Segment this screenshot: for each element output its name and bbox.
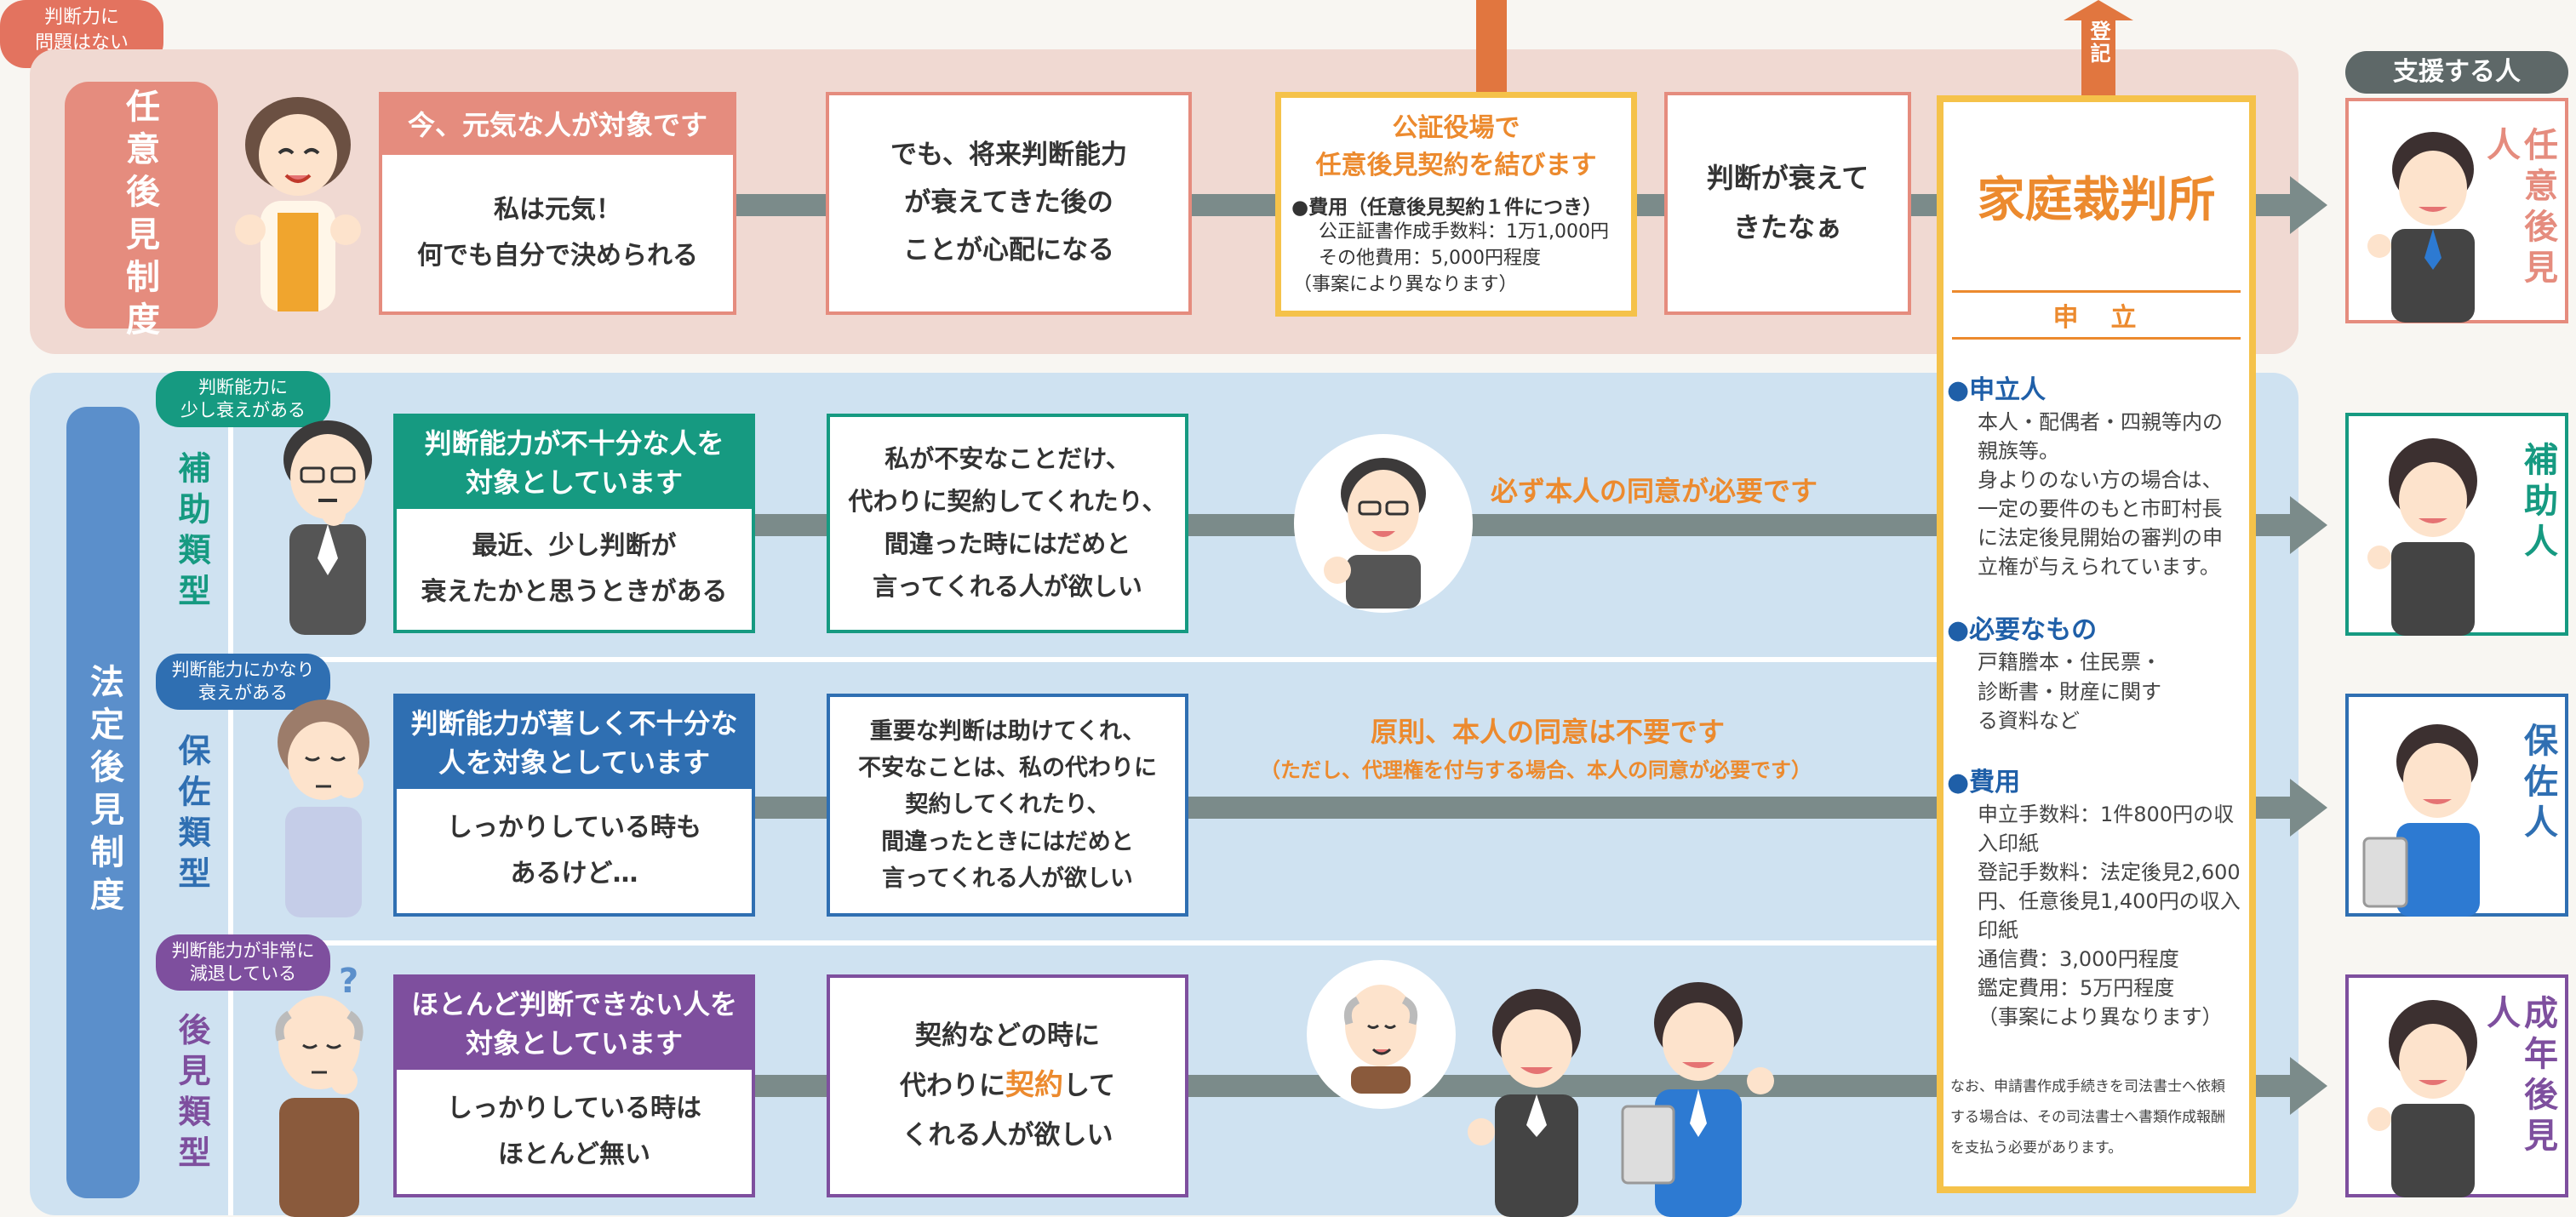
up-arrow-notary — [1476, 0, 1507, 94]
row3-need: 契約などの時に 代わりに契約して くれる人が欲しい — [827, 974, 1188, 1197]
family-court-box: 家庭裁判所 申 立 ●申立人 本人・配偶者・四親等内の親族等。 身よりのない方の… — [1937, 95, 2256, 1193]
flow-bar — [1637, 194, 1664, 216]
row3-supporter-box: 成年後見人 — [2345, 974, 2568, 1197]
registration-label: 登記 — [2087, 20, 2110, 65]
flow-bar — [1911, 194, 1938, 216]
registration-arrow-head — [2064, 0, 2133, 20]
notary-box: 公証役場で 任意後見契約を結びます ●費用（任意後見契約１件につき） 公正証書作… — [1275, 92, 1637, 317]
output-bar — [2256, 194, 2290, 216]
row3-bubble: 判断能力が非常に 減退している — [156, 934, 330, 991]
row2-consent: 原則、本人の同意は不要です — [1371, 716, 1726, 748]
flow-bar — [1188, 1075, 1938, 1097]
row3-body: しっかりしている時は ほとんど無い — [446, 1094, 702, 1169]
court-s1-body: 本人・配偶者・四親等内の親族等。 身よりのない方の場合は、一定の要件のもと市町村… — [1978, 410, 2223, 580]
nin-i-title: 任意後見制度 — [120, 89, 159, 344]
elderly-man-small-icon — [1343, 985, 1418, 1094]
output-arrow — [2290, 176, 2327, 234]
nin-i-title-box — [65, 82, 218, 329]
row2-body: しっかりしている時も あるけど… — [446, 813, 702, 888]
row-divider — [230, 657, 1937, 662]
flow-bar — [1192, 194, 1275, 216]
column-divider — [228, 373, 233, 1215]
houtei-title-box — [66, 407, 140, 1198]
row1-need: 私が不安なことだけ、 代わりに契約してくれたり、 間違った時にはだめと 言ってく… — [827, 414, 1188, 633]
row3-head: ほとんど判断できない人を 対象としています — [397, 978, 752, 1070]
row2-need: 重要な判断は助けてくれ、 不安なことは、私の代わりに 契約してくれたり、 間違っ… — [827, 694, 1188, 917]
row2-bubble: 判断能力にかなり 衰えがある — [156, 654, 330, 710]
output-arrow — [2290, 496, 2327, 554]
court-s2-title: ●必要なもの — [1947, 615, 2098, 646]
row2-head: 判断能力が著しく不十分な 人を対象としています — [397, 697, 752, 789]
nin-i-box4: 判断が衰えて きたなぁ — [1664, 92, 1911, 315]
female-supporter-icon — [1468, 989, 1581, 1217]
male-supporter-clipboard-icon — [1621, 982, 1774, 1217]
houtei-title: 法定後見制度 — [84, 664, 123, 919]
court-s3-title: ●費用 — [1947, 767, 2021, 797]
row1-consent: 必ず本人の同意が必要です — [1485, 470, 1823, 509]
registration-arrow — [2081, 19, 2115, 95]
row3-type: 後見類型 — [173, 1013, 210, 1176]
notary-title: 公証役場で 任意後見契約を結びます — [1315, 113, 1597, 180]
elderly-man-glasses-icon — [283, 420, 372, 635]
row1-bubble: 判断能力に 少し衰えがある — [156, 371, 330, 427]
row3-head-box: ほとんど判断できない人を 対象としています しっかりしている時は ほとんど無い — [393, 974, 755, 1197]
court-s3-body: 申立手数料：1件800円の収入印紙 登記手数料：法定後見2,600円、任意後見1… — [1978, 802, 2241, 1030]
nin-i-supporter-label: 任意後見人 — [2481, 127, 2557, 290]
row3-need-emphasis: 契約 — [1005, 1068, 1063, 1103]
output-arrow — [2290, 779, 2327, 837]
row3-need-pre: 契約などの時に 代わりに — [899, 1020, 1100, 1102]
support-header: 支援する人 — [2345, 51, 2568, 94]
row1-type: 補助類型 — [173, 451, 210, 614]
notary-fee-title: ●費用（任意後見契約１件につき） — [1291, 197, 1603, 219]
notary-fee-3: （事案により異なります） — [1293, 273, 1518, 295]
flow-bar — [736, 194, 826, 216]
row2-consent-sub: （ただし、代理権を付与する場合、本人の同意が必要です） — [1260, 758, 1812, 782]
row3-supporter-label: 成年後見人 — [2481, 995, 2557, 1158]
output-bar — [2256, 797, 2290, 819]
row3-need-post: して くれる人が欲しい — [902, 1071, 1116, 1151]
row2-head-box: 判断能力が著しく不十分な 人を対象としています しっかりしている時も あるけど… — [393, 694, 755, 917]
flow-bar — [755, 797, 827, 819]
notary-fee-1: 公正証書作成手数料：1万1,000円 — [1319, 221, 1609, 243]
row2-type: 保佐類型 — [173, 734, 210, 897]
nin-i-box1-body: 私は元気！ 何でも自分で決められる — [417, 195, 698, 271]
row1-head: 判断能力が不十分な人を 対象としています — [397, 417, 752, 509]
row2-supporter-box: 保佐人 — [2345, 694, 2568, 917]
smiling-man-icon — [1324, 458, 1426, 608]
notary-fee-2: その他費用：5,000円程度 — [1319, 247, 1541, 269]
flow-bar — [755, 514, 827, 536]
elderly-woman-icon — [235, 97, 361, 311]
row1-head-box: 判断能力が不十分な人を 対象としています 最近、少し判断が 衰えたかと思うときが… — [393, 414, 755, 633]
male-supporter-clipboard-icon — [2362, 724, 2480, 917]
female-supporter-icon — [2367, 1000, 2477, 1197]
nin-i-supporter-box: 任意後見人 — [2345, 98, 2568, 323]
row1-supporter-box: 補助人 — [2345, 413, 2568, 636]
court-s1-title: ●申立人 — [1947, 375, 2046, 405]
court-note: なお、申請書作成手続きを司法書士へ依頼する場合は、その司法書士へ書類作成報酬を支… — [1950, 1078, 2225, 1157]
nin-i-box1-head: 今、元気な人が対象です — [382, 95, 733, 155]
worried-woman-icon — [278, 700, 369, 917]
question-mark-icon: ? — [339, 962, 359, 1001]
female-supporter-icon — [2367, 438, 2477, 636]
flow-bar — [1188, 797, 1938, 819]
output-bar — [2256, 1075, 2290, 1097]
row1-supporter-label: 補助人 — [2518, 442, 2557, 564]
nin-i-box1: 今、元気な人が対象です 私は元気！ 何でも自分で決められる — [379, 92, 736, 315]
court-s2-body: 戸籍謄本・住民票・診断書・財産に関する資料など — [1978, 650, 2161, 733]
output-arrow — [2290, 1057, 2327, 1115]
row2-supporter-label: 保佐人 — [2518, 723, 2557, 845]
output-bar — [2256, 514, 2290, 536]
court-subtitle-line: 申 立 — [1952, 290, 2241, 340]
flow-bar — [755, 1075, 827, 1097]
nin-i-box2: でも、将来判断能力 が衰えてきた後の ことが心配になる — [826, 92, 1192, 315]
elderly-bald-man-icon — [275, 996, 364, 1217]
court-subtitle: 申 立 — [2052, 303, 2140, 333]
row1-body: 最近、少し判断が 衰えたかと思うときがある — [421, 531, 728, 607]
court-title: 家庭裁判所 — [1977, 173, 2216, 228]
male-supporter-icon — [2367, 132, 2475, 323]
row-divider — [230, 940, 1937, 946]
